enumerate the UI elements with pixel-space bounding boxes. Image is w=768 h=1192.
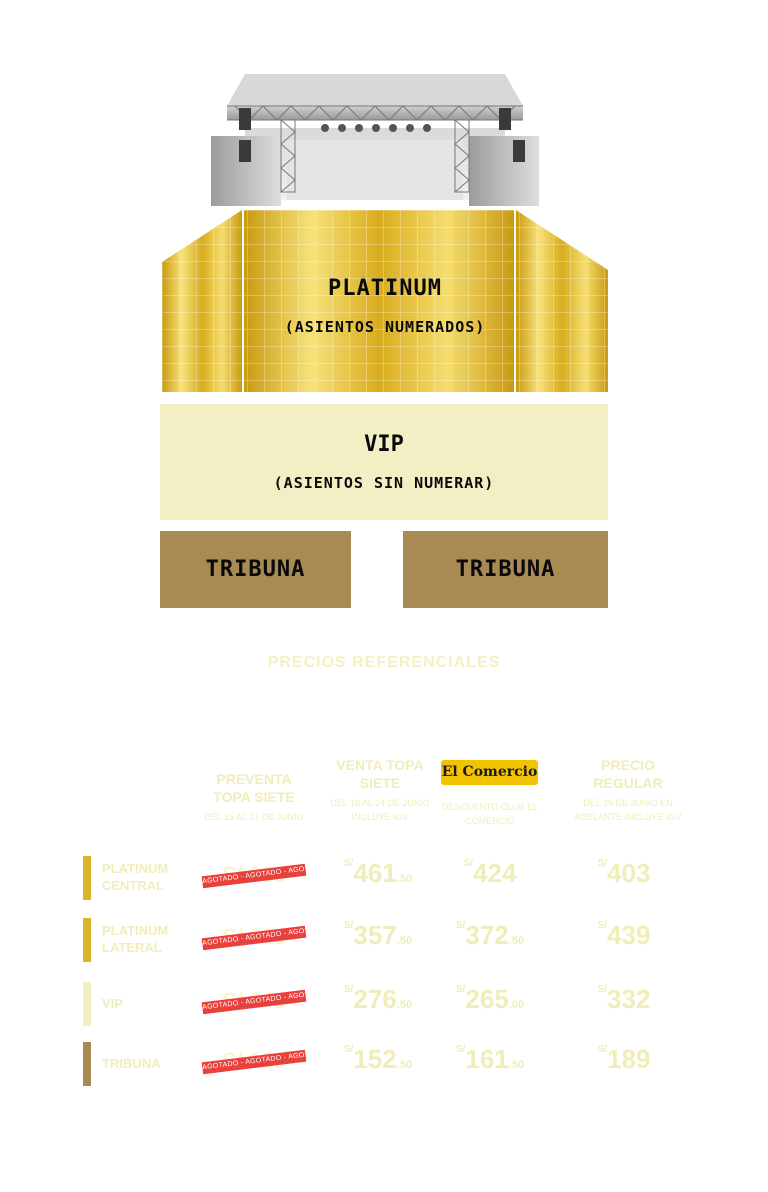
price-amount: 332 [607, 984, 651, 1014]
row-label-line1: TRIBUNA [102, 1056, 161, 1071]
tribuna-left-label: TRIBUNA [205, 557, 306, 582]
price-amount: 276 [353, 984, 397, 1014]
price-currency: S/ [455, 920, 466, 931]
vip-section[interactable]: VIP (ASIENTOS SIN NUMERAR) [160, 404, 608, 520]
tribuna-right-label: TRIBUNA [455, 557, 556, 582]
price-amount: 161 [465, 1044, 509, 1074]
row-label-line2: LATERAL [102, 940, 162, 955]
column-regular: PRECIO REGULAR DEL 25 DE JUNIO EN ADELAN… [566, 756, 690, 824]
column-preventa-head: PREVENTA TOPA SIETE [213, 771, 295, 805]
row-label: VIP [102, 995, 123, 1012]
price-decimals: .50 [396, 873, 413, 885]
column-club: DESCUENTO CLUB EL COMERCIO [440, 796, 540, 828]
stage-illustration [211, 74, 539, 206]
price-amount: 152 [353, 1044, 397, 1074]
price-amount: 439 [607, 920, 651, 950]
price-currency: S/ [455, 984, 466, 995]
row-label: PLATINUM LATERAL [102, 922, 168, 956]
vip-subtitle: (ASIENTOS SIN NUMERAR) [273, 474, 495, 492]
price-decimals: .50 [508, 935, 525, 947]
price-cell: S/357.50 [318, 920, 438, 951]
platinum-grid [162, 210, 608, 392]
el-comercio-logo: El Comercio [441, 760, 538, 785]
price-cell: S/161.50 [430, 1044, 550, 1075]
price-cell: S/276.50 [318, 984, 438, 1015]
price-decimals: .50 [396, 935, 413, 947]
price-decimals: .50 [396, 1059, 413, 1071]
row-label: TRIBUNA [102, 1055, 161, 1072]
price-decimals: .00 [508, 999, 525, 1011]
column-regular-sub: DEL 25 DE JUNIO EN ADELANTE INCLUYE IGV [574, 798, 682, 822]
row-label-line1: PLATINUM [102, 923, 169, 938]
column-venta: VENTA TOPA SIETE DEL 18 AL 24 DE JUNIO I… [330, 756, 430, 824]
row-color-bar [83, 856, 91, 900]
price-decimals: .50 [508, 1059, 525, 1071]
row-label-line2: CENTRAL [102, 878, 165, 893]
price-cell: S/439 [564, 920, 684, 951]
price-currency: S/ [343, 858, 354, 869]
price-cell: S/265.00 [430, 984, 550, 1015]
price-cell: S/152.50 [318, 1044, 438, 1075]
row-color-bar [83, 918, 91, 962]
row-label: PLATINUM CENTRAL [102, 860, 168, 894]
price-currency: S/ [455, 1044, 466, 1055]
price-currency: S/ [463, 858, 474, 869]
price-currency: S/ [343, 984, 354, 995]
column-preventa-sub: DEL 15 AL 17 DE JUNIO [204, 812, 304, 822]
price-amount: 357 [353, 920, 397, 950]
row-label-line1: VIP [102, 996, 123, 1011]
price-currency: S/ [597, 984, 608, 995]
price-currency: S/ [343, 1044, 354, 1055]
price-amount: 403 [607, 858, 651, 888]
price-amount: 424 [473, 858, 517, 888]
vip-title: VIP [364, 432, 404, 457]
row-color-bar [83, 1042, 91, 1086]
price-cell: S/372.50 [430, 920, 550, 951]
price-amount: 372 [465, 920, 509, 950]
column-club-sub: DESCUENTO CLUB EL COMERCIO [441, 802, 539, 826]
price-cell: S/403 [564, 858, 684, 889]
prices-title: PRECIOS REFERENCIALES [267, 654, 501, 671]
price-cell: S/461.50 [318, 858, 438, 889]
price-currency: S/ [343, 920, 354, 931]
platinum-title: PLATINUM [328, 276, 442, 301]
column-venta-sub: DEL 18 AL 24 DE JUNIO INCLUYE IGV [330, 798, 430, 822]
column-preventa: PREVENTA TOPA SIETE DEL 15 AL 17 DE JUNI… [200, 770, 308, 824]
price-cell: S/424 [430, 858, 550, 889]
row-label-line1: PLATINUM [102, 861, 169, 876]
price-amount: 189 [607, 1044, 651, 1074]
tribuna-left-section[interactable]: TRIBUNA [160, 531, 351, 608]
platinum-subtitle: (ASIENTOS NUMERADOS) [284, 318, 486, 336]
price-amount: 461 [353, 858, 397, 888]
price-amount: 265 [465, 984, 509, 1014]
price-currency: S/ [597, 858, 608, 869]
price-currency: S/ [597, 920, 608, 931]
column-regular-head: PRECIO REGULAR [593, 757, 663, 791]
platinum-section[interactable]: PLATINUM (ASIENTOS NUMERADOS) [162, 210, 608, 392]
tribuna-right-section[interactable]: TRIBUNA [403, 531, 608, 608]
row-color-bar [83, 982, 91, 1026]
column-venta-head: VENTA TOPA SIETE [336, 757, 424, 791]
price-currency: S/ [597, 1044, 608, 1055]
price-decimals: .50 [396, 999, 413, 1011]
price-cell: S/189 [564, 1044, 684, 1075]
price-cell: S/332 [564, 984, 684, 1015]
